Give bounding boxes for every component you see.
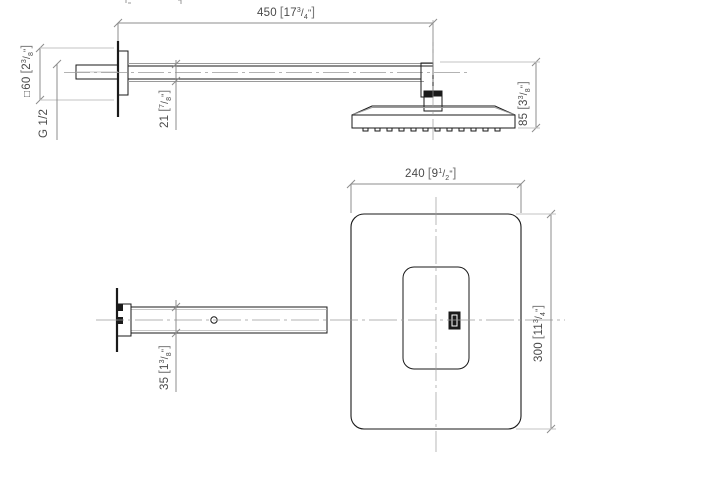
dimension-240: [346, 179, 526, 213]
dimension-85-label: 85[33/8"]: [515, 81, 532, 126]
dimension-300-label: 300[113/4"]: [530, 305, 547, 362]
dimension-60: [35, 43, 114, 105]
wall-flange-side: [116, 41, 129, 117]
dimension-450-label: 450[173/4"]: [257, 4, 315, 21]
dimension-21: [171, 59, 181, 130]
dimension-450: [113, 18, 438, 63]
plan-view: 240[91/2"]: [96, 165, 565, 452]
thread-leader: [52, 59, 62, 140]
thread-nipple-side: [75, 64, 119, 80]
side-elevation-view: 450[173/4"]: [18, 4, 541, 140]
dimension-21-label: 21[7/8"]: [156, 90, 173, 128]
dimension-35: [171, 300, 181, 392]
dimension-240-label: 240[91/2"]: [405, 165, 457, 182]
spray-nozzles: [362, 127, 501, 132]
shower-head-side: [351, 20, 516, 140]
arm-elbow-side: [420, 62, 443, 112]
dimension-300: [516, 209, 556, 434]
dimension-85: [440, 57, 541, 133]
thread-label: G 1/2: [38, 109, 50, 138]
dimension-60-label: □60[23/8"]: [18, 45, 35, 97]
dimension-35-label: 35[13/8"]: [156, 345, 173, 390]
clipped-top-label: [125, 0, 182, 4]
shower-arm-side: [64, 63, 470, 82]
